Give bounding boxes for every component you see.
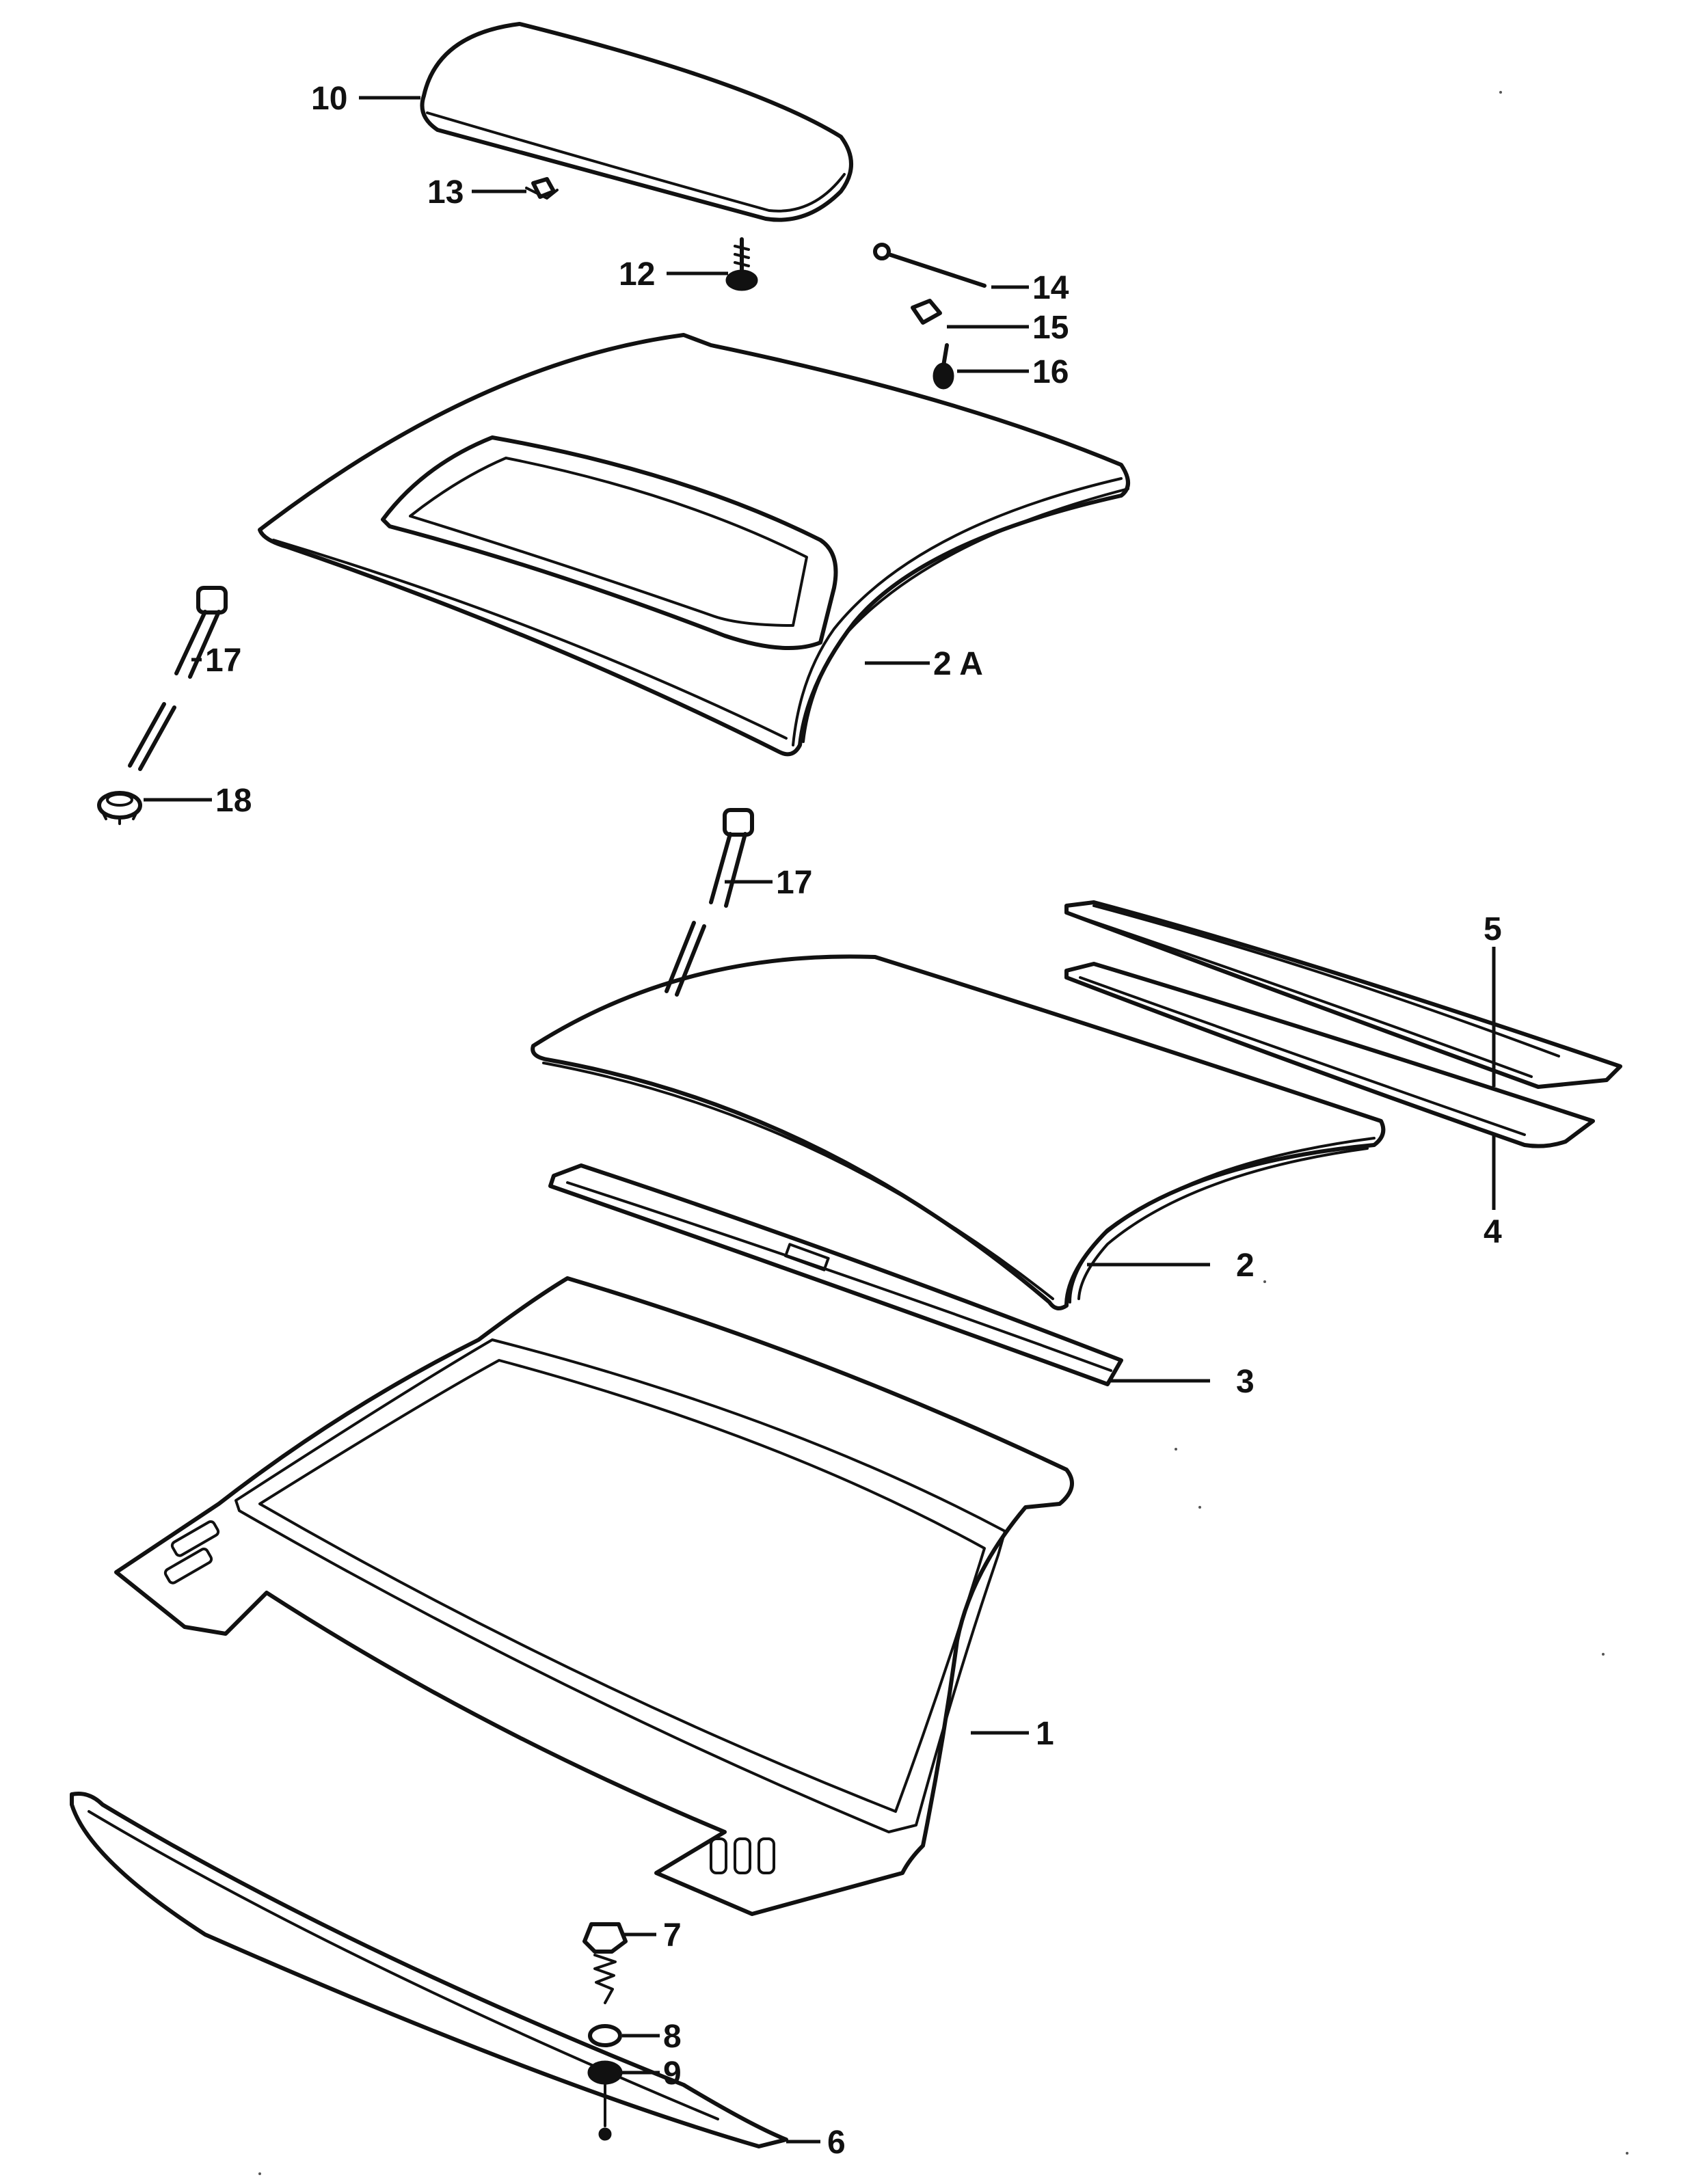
- part-17-lower-pin: [665, 808, 754, 997]
- part-2-roof: [531, 954, 1386, 1310]
- callout-8: 8: [663, 2019, 682, 2055]
- callout-6: 6: [827, 2125, 846, 2161]
- callout-7: 7: [663, 1917, 682, 1954]
- callout-13: 13: [427, 174, 464, 211]
- callout-14: 14: [1032, 270, 1069, 306]
- part-2a-roof-with-opening: [258, 333, 1130, 757]
- callout-15: 15: [1032, 310, 1069, 346]
- callout-16: 16: [1032, 354, 1069, 390]
- callout-5: 5: [1484, 911, 1502, 947]
- part-15-clip: [911, 299, 942, 325]
- callout-17-upper: 17: [205, 643, 241, 679]
- scan-specks: [258, 91, 1628, 2175]
- callout-12: 12: [619, 256, 655, 293]
- callout-1: 1: [1036, 1716, 1054, 1752]
- part-4-rail: [1064, 962, 1595, 1148]
- part-9-nut: [587, 2060, 623, 2141]
- part-10-sunroof-panel: [420, 22, 853, 222]
- part-17-upper-pin: [128, 586, 228, 771]
- callout-17-lower: 17: [776, 865, 812, 901]
- part-3-rail: [548, 1163, 1123, 1386]
- part-8-washer: [588, 2024, 622, 2047]
- part-12-stud: [725, 237, 758, 291]
- part-6-lower-trim: [70, 1792, 788, 2148]
- callout-9: 9: [663, 2055, 682, 2092]
- part-7-bolt: [582, 1922, 628, 2004]
- leader-lines: [144, 96, 1496, 2144]
- callout-10: 10: [311, 81, 347, 117]
- callout-4: 4: [1484, 1214, 1502, 1250]
- callout-2a: 2 A: [933, 646, 983, 682]
- part-18-grommet: [97, 791, 142, 825]
- part-5-rail: [1064, 900, 1622, 1089]
- callout-2: 2: [1236, 1248, 1255, 1284]
- callout-18: 18: [215, 783, 252, 819]
- callout-3: 3: [1236, 1364, 1255, 1400]
- part-16-screw: [933, 343, 954, 390]
- part-14-rod: [873, 243, 987, 288]
- part-1-windshield-frame: [114, 1276, 1074, 1916]
- part-13-clip: [525, 177, 559, 200]
- callout-labels: 10 13 12 14 15 16 2 A 17 18 17 5 4 2 3 1…: [205, 81, 1502, 2161]
